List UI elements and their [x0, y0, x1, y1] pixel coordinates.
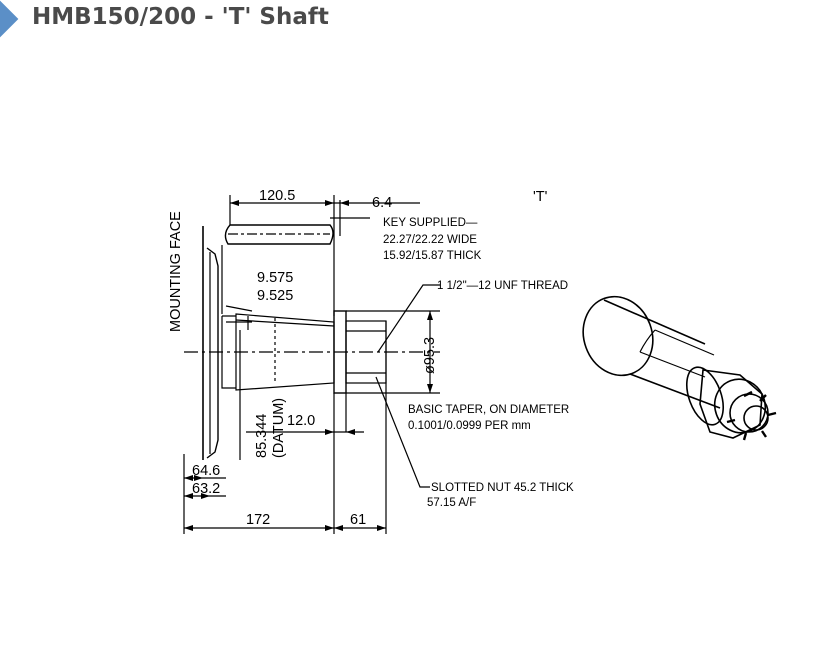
- key-outline: [224, 224, 334, 245]
- dim-datum-value: 85.344: [254, 414, 270, 458]
- note-thread: 1 1/2"—12 UNF THREAD: [437, 280, 568, 292]
- dim-diameter: ø95.3: [422, 337, 438, 374]
- shaft-3d-illustration: [582, 295, 777, 441]
- note-key-line1: KEY SUPPLIED—: [383, 217, 478, 229]
- thread-leader: [377, 284, 440, 353]
- dim-datum-label: (DATUM): [271, 398, 287, 458]
- dim-flange-lower: 63.2: [192, 481, 220, 497]
- dim-taper-upper: 9.575: [257, 270, 293, 286]
- dim-shoulder: 12.0: [287, 413, 315, 429]
- dim-taper-lower: 9.525: [257, 288, 293, 304]
- note-nut-line2: 57.15 A/F: [427, 497, 476, 509]
- note-nut-line1: SLOTTED NUT 45.2 THICK: [431, 482, 574, 494]
- note-taper-line1: BASIC TAPER, ON DIAMETER: [408, 404, 569, 416]
- dim-key-length: 120.5: [259, 188, 295, 204]
- page-title: HMB150/200 - 'T' Shaft: [32, 4, 329, 30]
- dim-key-offset: 6.4: [372, 195, 392, 211]
- nut-leader: [375, 376, 430, 488]
- dim-flange-upper: 64.6: [192, 463, 220, 479]
- view-tag: 'T': [533, 189, 548, 205]
- note-taper-line2: 0.1001/0.0999 PER mm: [408, 420, 531, 432]
- shaft-collar: [221, 315, 236, 389]
- note-key-line3: 15.92/15.87 THICK: [383, 250, 482, 262]
- dim-nut-length: 61: [350, 512, 366, 528]
- dim-overall: 172: [246, 512, 270, 528]
- note-key-line2: 22.27/22.22 WIDE: [383, 234, 477, 246]
- mounting-face-label: MOUNTING FACE: [168, 211, 184, 332]
